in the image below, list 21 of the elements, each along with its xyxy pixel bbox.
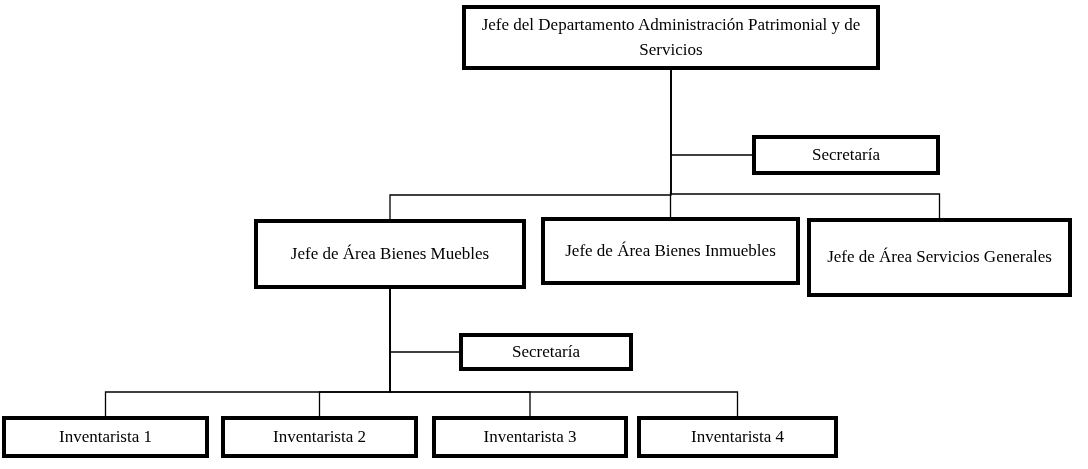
position-title: Inventarista 1 xyxy=(59,425,152,448)
position-title: Inventarista 4 xyxy=(691,425,784,448)
position-title: Jefe del Departamento Administración Patrimonial y de Servicios xyxy=(480,13,862,61)
org-box xyxy=(254,219,526,289)
connector-line xyxy=(670,69,941,219)
org-box xyxy=(221,416,418,458)
position-title: Secretaría xyxy=(512,340,580,363)
position-title: Jefe de Área Bienes Muebles xyxy=(290,242,490,265)
org-box xyxy=(462,5,880,70)
org-box xyxy=(541,217,800,285)
org-box xyxy=(637,416,838,458)
position-title: Jefe de Área Bienes Inmuebles xyxy=(565,239,776,262)
position-title: Jefe de Área Servicios Generales xyxy=(827,246,1052,269)
org-box xyxy=(2,416,209,458)
org-box xyxy=(459,333,633,371)
org-box xyxy=(752,135,940,175)
position-title: Inventarista 3 xyxy=(483,425,577,448)
position-title: Secretaría xyxy=(812,143,880,166)
position-title: Inventarista 2 xyxy=(273,425,366,448)
org-box xyxy=(432,416,628,458)
org-box xyxy=(807,218,1072,297)
